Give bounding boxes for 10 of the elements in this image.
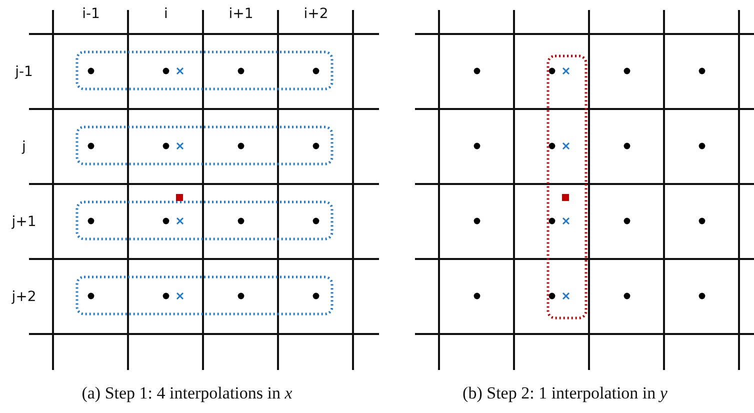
figure-caption: (a) Step 1: 4 interpolations in x bbox=[82, 384, 292, 402]
row-index-label: j-1 bbox=[15, 65, 33, 79]
figure-caption: (b) Step 2: 1 interpolation in y bbox=[462, 384, 668, 402]
column-index-label: i+1 bbox=[228, 7, 254, 21]
column-index-label: i+2 bbox=[304, 7, 328, 21]
row-index-label: j+2 bbox=[12, 290, 36, 304]
column-index-label: i bbox=[164, 7, 168, 21]
row-index-label: j+1 bbox=[12, 215, 36, 229]
row-index-label: j bbox=[22, 140, 26, 154]
column-index-label: i-1 bbox=[82, 7, 100, 21]
